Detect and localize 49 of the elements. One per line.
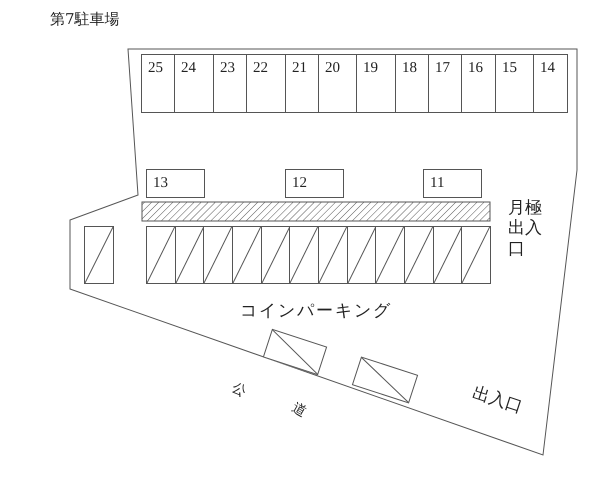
road-label: 公 bbox=[228, 378, 250, 402]
parking-space bbox=[395, 54, 429, 113]
parking-space bbox=[174, 226, 204, 284]
space-number: 17 bbox=[435, 61, 450, 76]
title: 第7駐車場 bbox=[50, 10, 120, 30]
parking-space bbox=[232, 226, 262, 284]
parking-space bbox=[213, 54, 247, 113]
parking-space bbox=[174, 54, 214, 113]
parking-space bbox=[318, 226, 348, 284]
parking-space bbox=[346, 226, 376, 284]
space-number: 22 bbox=[253, 61, 268, 76]
parking-space bbox=[285, 169, 344, 198]
parking-space bbox=[428, 54, 462, 113]
parking-space bbox=[461, 226, 492, 284]
parking-space bbox=[285, 54, 319, 113]
parking-space bbox=[495, 54, 534, 113]
entrance-label: 月極出入口 bbox=[508, 198, 543, 260]
parking-space bbox=[84, 226, 114, 284]
space-number: 23 bbox=[220, 61, 235, 76]
parking-space bbox=[533, 54, 568, 113]
parking-space bbox=[356, 54, 396, 113]
parking-space bbox=[375, 226, 406, 284]
parking-space bbox=[203, 226, 233, 284]
parking-space bbox=[289, 226, 319, 284]
parking-space bbox=[246, 54, 286, 113]
space-number: 25 bbox=[148, 61, 163, 76]
parking-space bbox=[141, 54, 175, 113]
space-number: 11 bbox=[430, 176, 444, 191]
space-number: 18 bbox=[402, 61, 417, 76]
parking-space bbox=[260, 226, 290, 284]
space-number: 15 bbox=[502, 61, 517, 76]
space-number: 24 bbox=[181, 61, 196, 76]
parking-space bbox=[146, 226, 176, 284]
space-number: 19 bbox=[363, 61, 378, 76]
space-number: 20 bbox=[325, 61, 340, 76]
parking-space bbox=[318, 54, 357, 113]
space-number: 21 bbox=[292, 61, 307, 76]
space-number: 12 bbox=[292, 176, 307, 191]
space-number: 14 bbox=[540, 61, 555, 76]
parking-space bbox=[432, 226, 462, 284]
space-number: 16 bbox=[468, 61, 483, 76]
parking-space bbox=[146, 169, 205, 198]
parking-space bbox=[404, 226, 434, 284]
road-label: 道 bbox=[288, 398, 310, 422]
space-number: 13 bbox=[153, 176, 168, 191]
area-label: コインパーキング bbox=[240, 300, 392, 322]
parking-space bbox=[461, 54, 496, 113]
parking-space bbox=[423, 169, 482, 198]
entrance-label: 出入口 bbox=[470, 382, 526, 418]
